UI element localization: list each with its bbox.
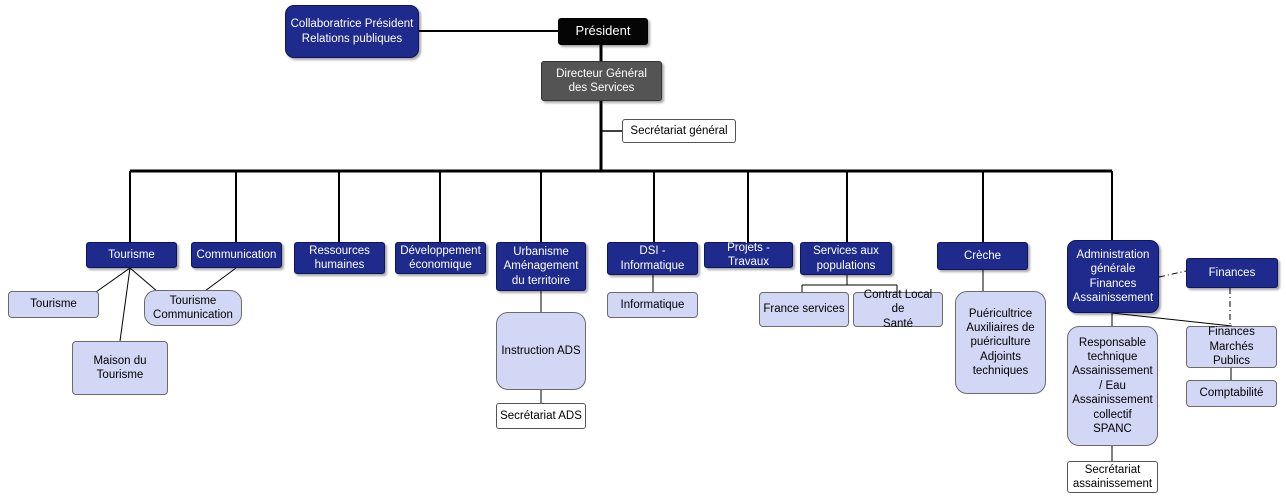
node-collaboratrice-president: Collaboratrice Président Relations publi… bbox=[285, 5, 419, 58]
node-tourisme: Tourisme bbox=[86, 242, 177, 268]
node-responsable-technique: Responsable technique Assainissement / E… bbox=[1067, 326, 1158, 446]
node-finances-marches-publics: Finances Marchés Publics bbox=[1186, 326, 1277, 368]
node-developpement-economique: Développement économique bbox=[395, 242, 486, 274]
node-creche: Crèche bbox=[937, 242, 1028, 270]
node-secretariat-ads: Secrétariat ADS bbox=[496, 403, 586, 429]
node-secretariat-assainissement: Secrétariat assainissement bbox=[1067, 461, 1158, 493]
node-secretariat-general: Secrétariat général bbox=[622, 119, 736, 143]
node-creche-staff: Puéricultrice Auxiliaires de puéricultur… bbox=[955, 291, 1046, 394]
node-tourisme-communication: Tourisme Communication bbox=[144, 290, 242, 326]
node-comptabilite: Comptabilité bbox=[1186, 380, 1277, 407]
node-directeur-general: Directeur Général des Services bbox=[541, 61, 662, 101]
node-informatique: Informatique bbox=[607, 292, 698, 318]
node-finances: Finances bbox=[1186, 258, 1278, 288]
node-tourisme-sub: Tourisme bbox=[8, 291, 99, 318]
node-administration-generale: Administration générale Finances Assaini… bbox=[1067, 240, 1159, 313]
node-services-aux-populations: Services aux populations bbox=[800, 242, 892, 275]
node-maison-du-tourisme: Maison du Tourisme bbox=[72, 341, 168, 395]
node-communication: Communication bbox=[191, 242, 282, 268]
node-urbanisme: Urbanisme Aménagement du territoire bbox=[496, 242, 586, 291]
node-instruction-ads: Instruction ADS bbox=[496, 312, 586, 390]
node-contrat-local-de-sante: Contrat Local de Santé bbox=[853, 289, 943, 330]
node-president: Président bbox=[558, 18, 648, 45]
node-projets-travaux: Projets - Travaux bbox=[704, 242, 793, 268]
node-ressources-humaines: Ressources humaines bbox=[294, 242, 385, 274]
node-france-services: France services bbox=[759, 292, 849, 327]
node-dsi-informatique: DSI - Informatique bbox=[607, 242, 698, 275]
